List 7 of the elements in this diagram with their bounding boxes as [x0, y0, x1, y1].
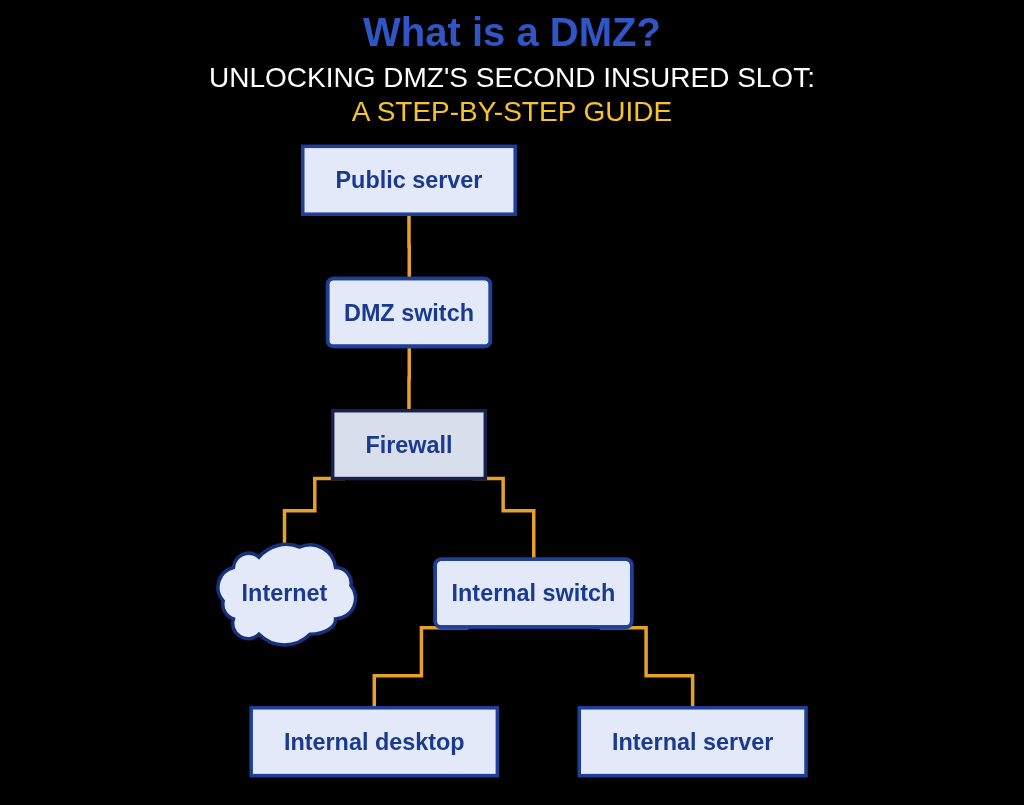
headline-text: UNLOCKING DMZ'S SECOND INSURED SLOT:	[209, 61, 815, 95]
diagram-title: What is a DMZ?	[363, 10, 661, 55]
node-box: Firewall	[330, 408, 488, 481]
node-box: Internal server	[577, 706, 808, 778]
node-box: Public server	[301, 144, 517, 216]
headline-text: A STEP-BY-STEP GUIDE	[351, 95, 673, 129]
node-box: Internal desktop	[249, 706, 500, 778]
